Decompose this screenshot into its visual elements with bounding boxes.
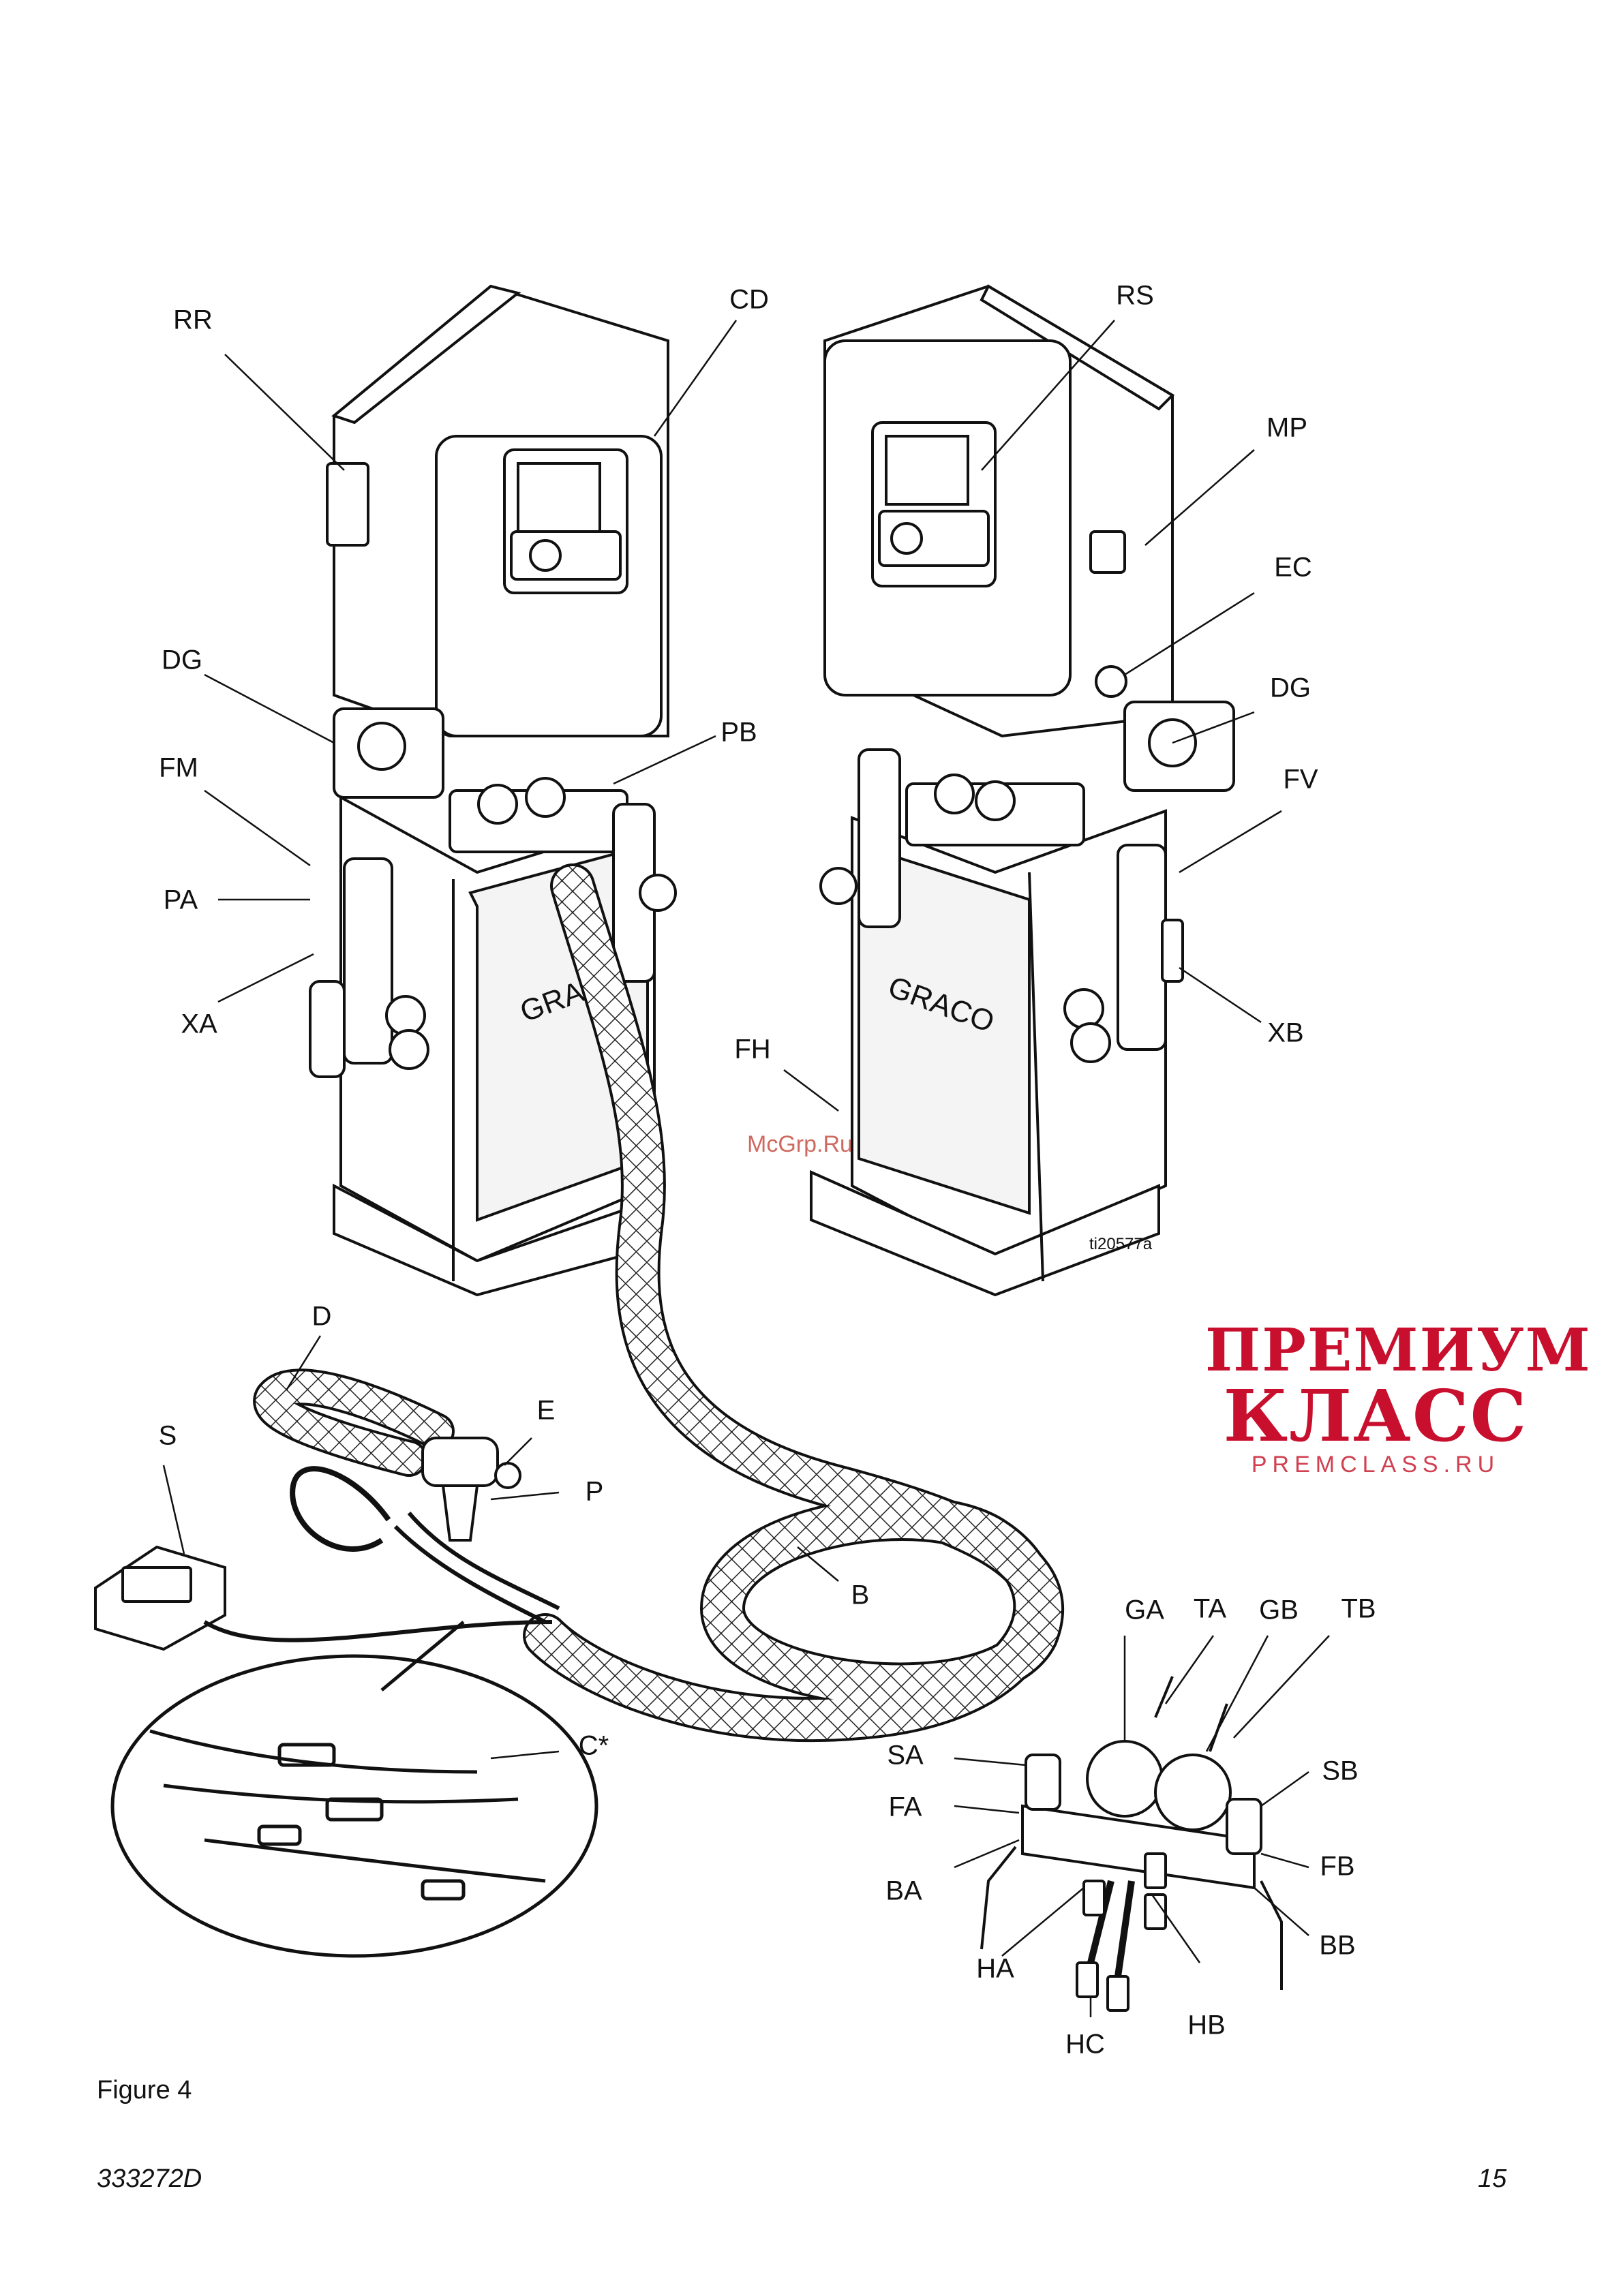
callout-cd: CD [729,285,769,316]
brand-line-1: ПРЕМИУМ [1205,1321,1546,1381]
brand-logo: ПРЕМИУМ КЛАСС PREMCLASS.RU [1205,1321,1546,1478]
watermark-text: McGrp.Ru [747,1131,853,1158]
callout-gb: GB [1259,1595,1299,1626]
callout-b: B [851,1580,870,1611]
callout-pa: PA [164,885,198,916]
document-number: 333272D [97,2164,202,2194]
callout-ec: EC [1274,553,1312,583]
callout-rr: RR [173,305,213,336]
callout-sa: SA [887,1741,923,1771]
brand-line-2: КЛАСС [1205,1381,1546,1452]
callout-s: S [159,1421,177,1452]
callout-ga: GA [1125,1595,1164,1626]
brand-url: PREMCLASS.RU [1205,1452,1546,1478]
right-proportioner: GRACO [811,286,1234,1295]
callout-fb: FB [1320,1852,1354,1882]
callout-ha: HA [976,1954,1014,1985]
callout-pb: PB [721,718,757,748]
callout-dg-left: DG [162,645,202,676]
callout-hb: HB [1187,2010,1226,2041]
callout-ta: TA [1194,1594,1226,1625]
callout-tb: TB [1341,1594,1376,1625]
callout-rs: RS [1116,281,1154,311]
callout-p: P [586,1477,604,1507]
spray-gun [423,1438,520,1540]
callout-fv: FV [1283,765,1318,795]
callout-fm: FM [159,753,198,784]
whip-hose [271,1387,559,1622]
callout-fh: FH [734,1035,770,1065]
fluid-manifold [982,1677,1281,2010]
callout-xa: XA [181,1009,217,1040]
page-number: 15 [1478,2164,1506,2194]
callout-dg-right: DG [1270,673,1311,704]
drawing-id: ti20577a [1089,1235,1152,1254]
figure-caption: Figure 4 [97,2076,192,2105]
callout-fa: FA [889,1792,922,1823]
callout-sb: SB [1322,1756,1358,1787]
callout-mp: MP [1266,413,1307,444]
callout-ba: BA [885,1876,922,1907]
callout-c: C* [579,1731,609,1762]
callout-e: E [537,1396,556,1426]
detail-c [112,1622,596,1956]
callout-d: D [312,1302,332,1332]
callout-hc: HC [1065,2030,1105,2060]
callout-xb: XB [1267,1018,1303,1049]
callout-bb: BB [1319,1931,1355,1961]
remote-display [95,1547,552,1649]
